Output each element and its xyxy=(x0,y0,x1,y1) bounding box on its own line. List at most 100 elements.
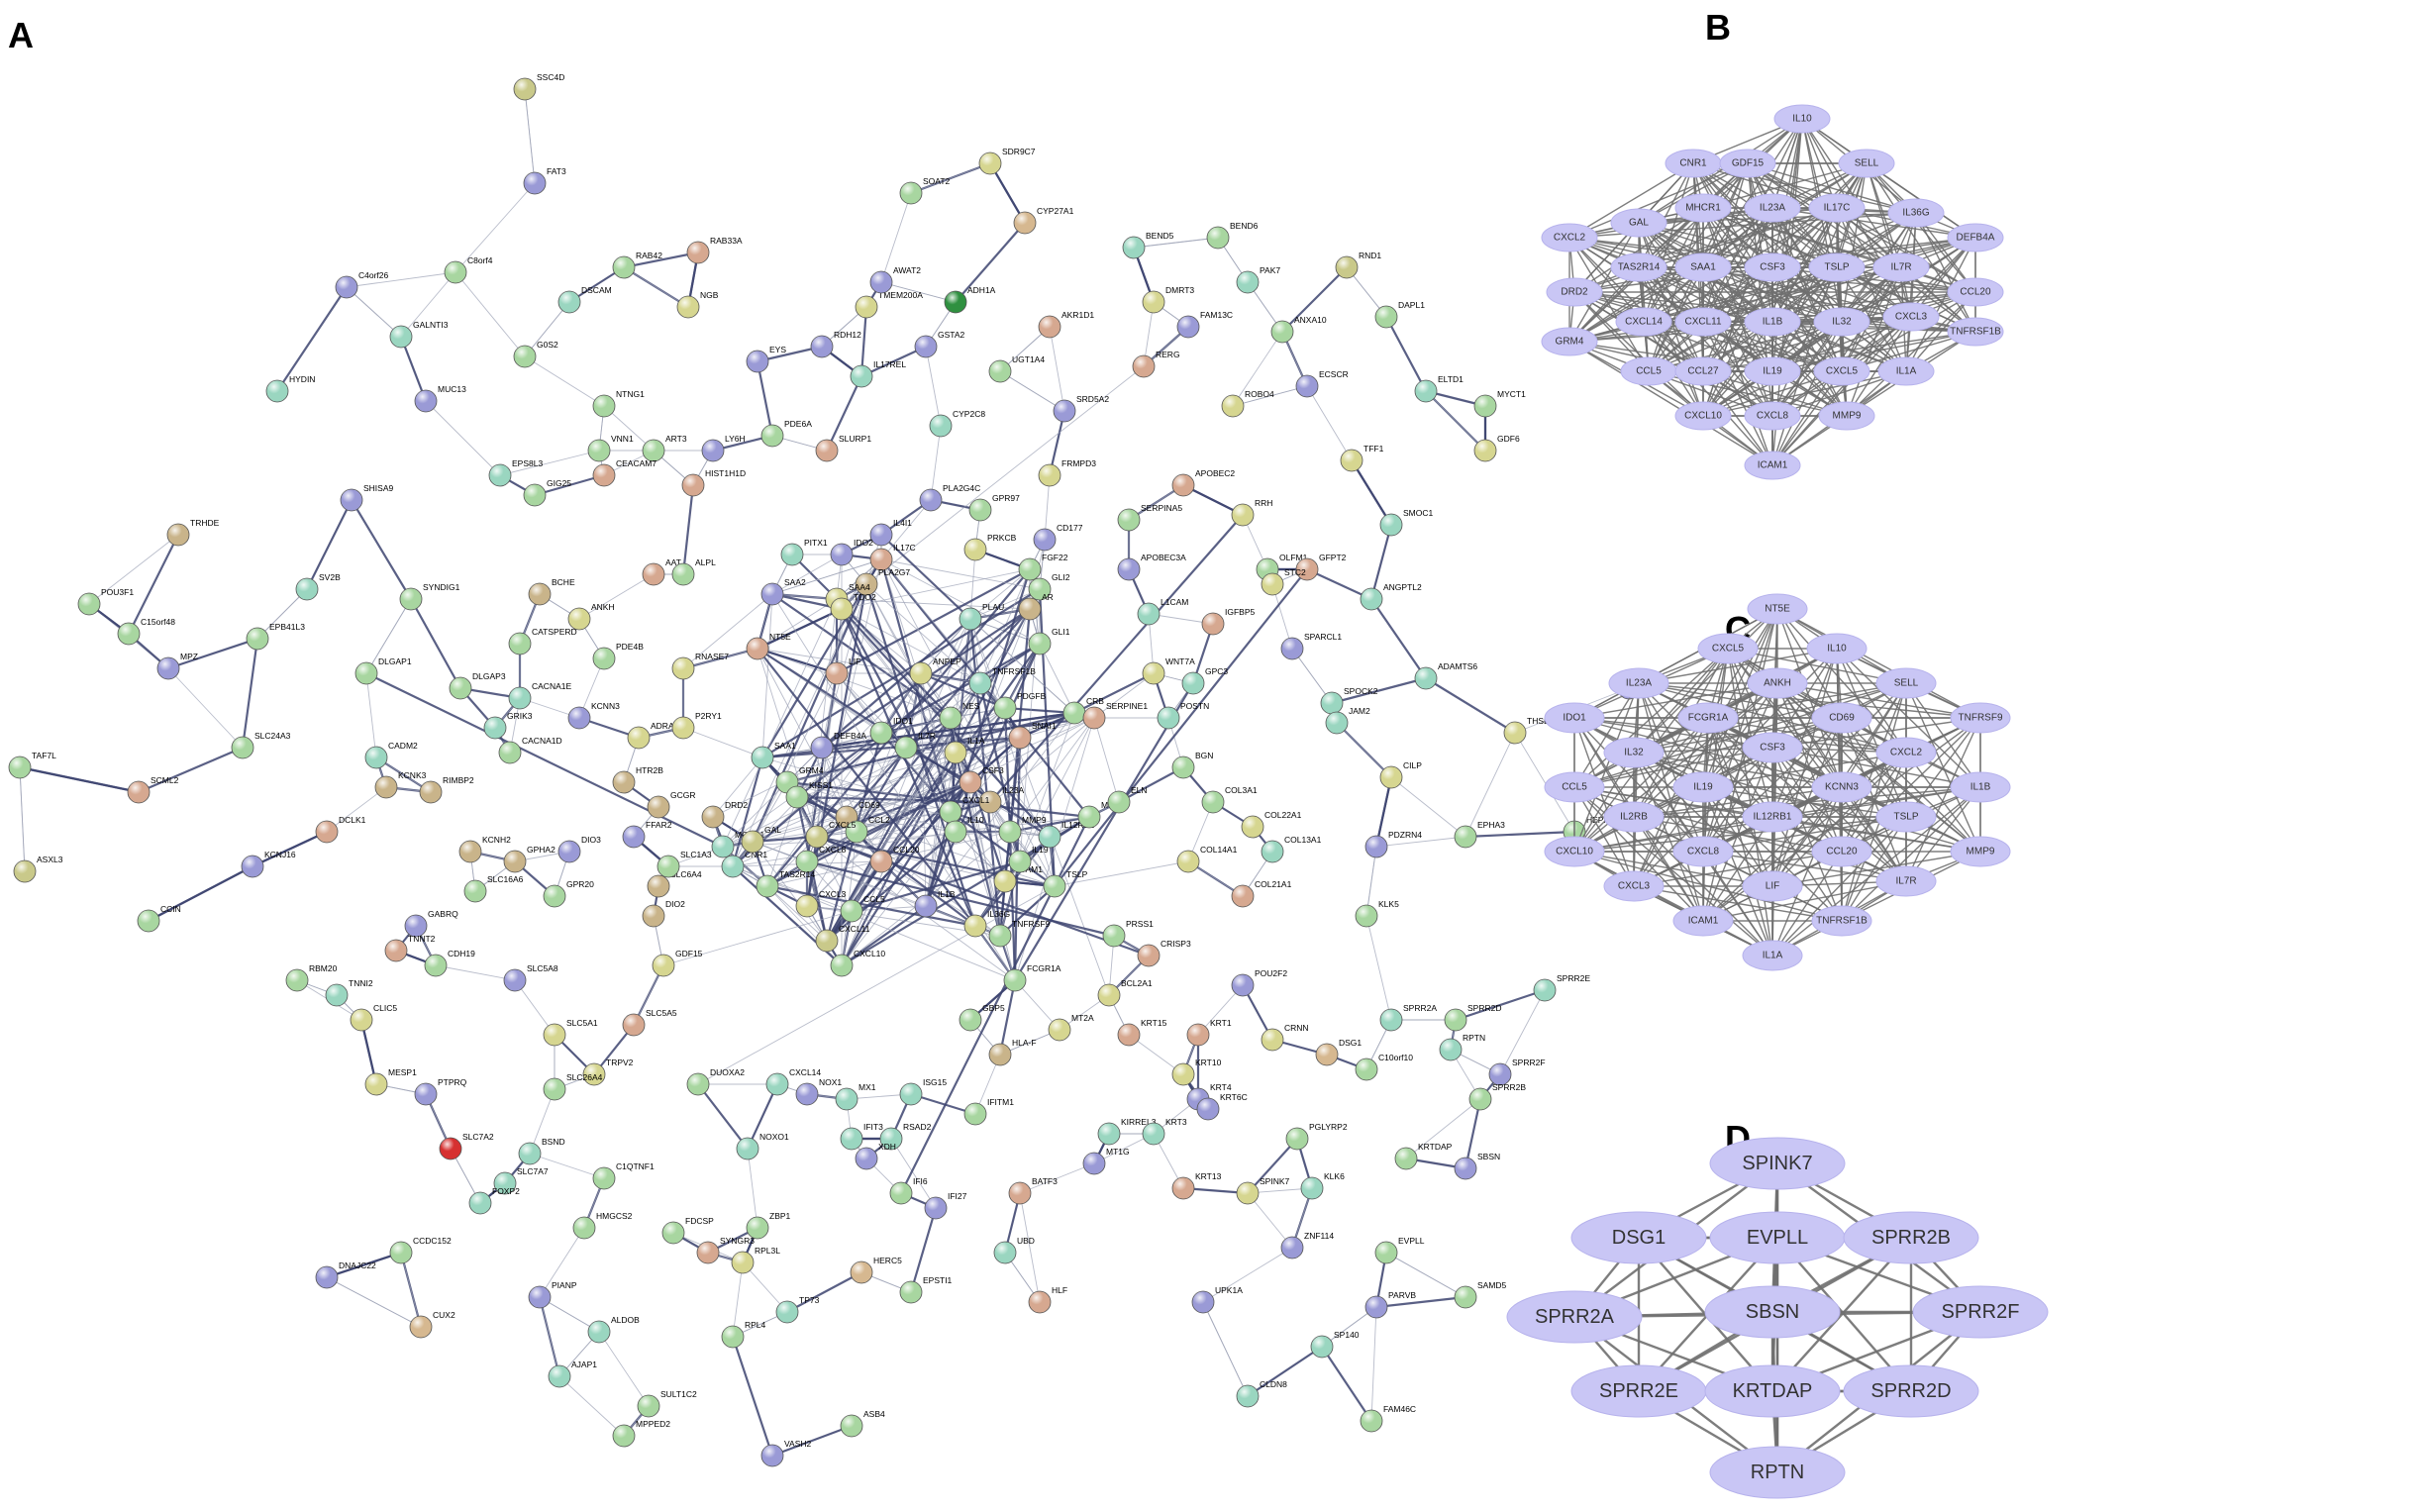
hub-node-ccl27[interactable]: CCL27 xyxy=(1674,356,1732,386)
protein-node-ptprq[interactable]: PTPRQ xyxy=(414,1077,467,1106)
protein-node-bend5[interactable]: BEND5 xyxy=(1122,231,1174,259)
protein-node-dclk1[interactable]: DCLK1 xyxy=(315,815,366,844)
protein-node-mt2a[interactable]: MT2A xyxy=(1048,1013,1094,1042)
protein-node-gbp5[interactable]: GBP5 xyxy=(959,1003,1005,1032)
hub-node-sprr2f[interactable]: SPRR2F xyxy=(1912,1285,2049,1339)
protein-node-cxcl3[interactable]: CXCL3 xyxy=(795,889,847,918)
hub-node-drd2[interactable]: DRD2 xyxy=(1546,277,1603,307)
protein-node-pglyrp2[interactable]: PGLYRP2 xyxy=(1285,1122,1348,1151)
hub-node-tas2r14[interactable]: TAS2R14 xyxy=(1610,252,1667,282)
protein-node-kiss1[interactable]: KISS1 xyxy=(785,780,833,809)
protein-node-tnnt2[interactable]: TNNT2 xyxy=(384,934,436,962)
hub-node-gdf15[interactable]: GDF15 xyxy=(1719,149,1776,178)
protein-node-il10[interactable]: IL10 xyxy=(944,815,984,844)
protein-node-asxl3[interactable]: ASXL3 xyxy=(13,855,63,883)
protein-node-eys[interactable]: EYS xyxy=(746,345,786,373)
protein-node-apobec3a[interactable]: APOBEC3A xyxy=(1117,553,1186,581)
hub-node-cxcl11[interactable]: CXCL11 xyxy=(1674,307,1732,337)
protein-node-shisa9[interactable]: SHISA9 xyxy=(340,483,394,512)
protein-node-cldn8[interactable]: CLDN8 xyxy=(1236,1379,1287,1408)
hub-node-cxcl2[interactable]: CXCL2 xyxy=(1541,223,1598,252)
protein-node-gpha2[interactable]: GPHA2 xyxy=(503,845,556,873)
hub-node-il1b[interactable]: IL1B xyxy=(1950,771,2011,803)
protein-node-hlf[interactable]: HLF xyxy=(1028,1285,1067,1314)
protein-node-frmpd3[interactable]: FRMPD3 xyxy=(1038,458,1096,487)
hub-node-il7r[interactable]: IL7R xyxy=(1872,252,1930,282)
hub-node-sprr2d[interactable]: SPRR2D xyxy=(1843,1364,1979,1418)
protein-node-akr1d1[interactable]: AKR1D1 xyxy=(1038,310,1094,339)
hub-node-ido1[interactable]: IDO1 xyxy=(1544,702,1605,734)
hub-node-mhcr1[interactable]: MHCR1 xyxy=(1674,193,1732,223)
protein-node-slc16a6[interactable]: SLC16A6 xyxy=(463,874,524,903)
protein-node-rnd1[interactable]: RND1 xyxy=(1335,251,1381,279)
protein-node-robo4[interactable]: ROBO4 xyxy=(1221,389,1274,418)
protein-node-cadm2[interactable]: CADM2 xyxy=(364,741,418,769)
protein-node-ngb[interactable]: NGB xyxy=(676,290,719,319)
protein-node-col21a1[interactable]: COL21A1 xyxy=(1231,879,1292,908)
protein-node-sbsn[interactable]: SBSN xyxy=(1454,1152,1500,1180)
protein-node-dapl1[interactable]: DAPL1 xyxy=(1374,300,1425,329)
protein-node-herc5[interactable]: HERC5 xyxy=(850,1256,902,1284)
protein-node-c8orf4[interactable]: C8orf4 xyxy=(444,255,493,284)
protein-node-il4i1[interactable]: IL4I1 xyxy=(869,518,912,547)
protein-node-col3a1[interactable]: COL3A1 xyxy=(1201,785,1258,814)
protein-node-rsad2[interactable]: RSAD2 xyxy=(879,1122,932,1151)
hub-node-icam1[interactable]: ICAM1 xyxy=(1744,451,1801,480)
protein-node-tnni2[interactable]: TNNI2 xyxy=(325,978,373,1007)
protein-node-ifi27[interactable]: IFI27 xyxy=(924,1191,967,1220)
hub-node-il1a[interactable]: IL1A xyxy=(1877,356,1935,386)
hub-node-ccl5[interactable]: CCL5 xyxy=(1620,356,1677,386)
protein-node-cxcl1[interactable]: CXCL1 xyxy=(939,795,990,824)
protein-node-col14a1[interactable]: COL14A1 xyxy=(1176,845,1238,873)
protein-node-il7r[interactable]: IL7R xyxy=(894,731,936,759)
hub-node-sell[interactable]: SELL xyxy=(1838,149,1895,178)
hub-node-csf3[interactable]: CSF3 xyxy=(1744,252,1801,282)
hub-node-il1b[interactable]: IL1B xyxy=(1744,307,1801,337)
protein-node-slc24a3[interactable]: SLC24A3 xyxy=(231,731,291,759)
protein-node-col22a1[interactable]: COL22A1 xyxy=(1241,810,1302,839)
protein-node-ubd[interactable]: UBD xyxy=(993,1236,1035,1264)
protein-node-epha3[interactable]: EPHA3 xyxy=(1454,820,1505,849)
protein-node-ly6h[interactable]: LY6H xyxy=(701,434,746,462)
protein-node-pdgfb[interactable]: PDGFB xyxy=(993,691,1047,720)
protein-node-ccin[interactable]: CCIN xyxy=(137,904,181,933)
protein-node-cyp27a1[interactable]: CYP27A1 xyxy=(1013,206,1074,235)
protein-node-slc6a4[interactable]: SLC6A4 xyxy=(647,869,702,898)
protein-node-bche[interactable]: BCHE xyxy=(528,577,575,606)
protein-node-pla2g7[interactable]: PLA2G7 xyxy=(855,567,910,596)
protein-node-sp140[interactable]: SP140 xyxy=(1310,1330,1360,1359)
hub-node-il32[interactable]: IL32 xyxy=(1603,737,1665,768)
protein-node-cnr1[interactable]: CNR1 xyxy=(721,850,767,878)
protein-node-apobec2[interactable]: APOBEC2 xyxy=(1171,468,1235,497)
protein-node-crnn[interactable]: CRNN xyxy=(1261,1023,1309,1052)
hub-node-il19[interactable]: IL19 xyxy=(1672,771,1734,803)
protein-node-scml2[interactable]: SCML2 xyxy=(127,775,179,804)
protein-node-ccl5[interactable]: CCL5 xyxy=(840,894,885,923)
protein-node-mt1g[interactable]: MT1G xyxy=(1082,1147,1130,1175)
hub-node-sprr2a[interactable]: SPRR2A xyxy=(1506,1290,1643,1344)
hub-node-grm4[interactable]: GRM4 xyxy=(1541,327,1598,356)
protein-node-eltd1[interactable]: ELTD1 xyxy=(1414,374,1464,403)
protein-node-syndig1[interactable]: SYNDIG1 xyxy=(399,582,460,611)
protein-node-slc5a5[interactable]: SLC5A5 xyxy=(622,1008,677,1037)
protein-node-myct1[interactable]: MYCT1 xyxy=(1473,389,1526,418)
protein-node-rpl3l[interactable]: RPL3L xyxy=(731,1246,780,1274)
protein-node-hmgcs2[interactable]: HMGCS2 xyxy=(572,1211,633,1240)
protein-node-serpine1[interactable]: SERPINE1 xyxy=(1082,701,1148,730)
protein-node-ecscr[interactable]: ECSCR xyxy=(1295,369,1349,398)
protein-node-mx1[interactable]: MX1 xyxy=(835,1082,876,1111)
hub-node-nt5e[interactable]: NT5E xyxy=(1747,593,1808,625)
protein-node-tff1[interactable]: TFF1 xyxy=(1340,444,1384,472)
protein-node-gpc3[interactable]: GPC3 xyxy=(1181,666,1228,695)
protein-node-sprr2b[interactable]: SPRR2B xyxy=(1468,1082,1526,1111)
protein-node-dnajc22[interactable]: DNAJC22 xyxy=(315,1260,376,1289)
hub-node-mmp9[interactable]: MMP9 xyxy=(1950,836,2011,867)
protein-node-bsnd[interactable]: BSND xyxy=(518,1137,565,1165)
protein-node-col13a1[interactable]: COL13A1 xyxy=(1261,835,1322,863)
protein-node-ccl20[interactable]: CCL20 xyxy=(869,845,920,873)
protein-node-mpz[interactable]: MPZ xyxy=(156,652,198,680)
protein-node-gpr97[interactable]: GPR97 xyxy=(968,493,1020,522)
protein-node-gabrq[interactable]: GABRQ xyxy=(404,909,458,938)
protein-node-srd5a2[interactable]: SRD5A2 xyxy=(1053,394,1109,423)
protein-node-rimbp2[interactable]: RIMBP2 xyxy=(419,775,474,804)
